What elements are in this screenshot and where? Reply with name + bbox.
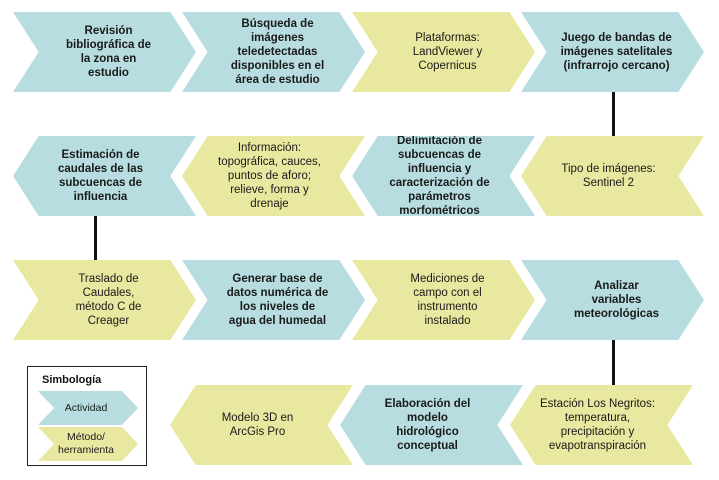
step-4-2: Elaboración del modelo hidrológico conce… — [340, 385, 523, 465]
step-3-1: Traslado de Caudales, método C de Creage… — [13, 260, 196, 340]
step-2-1: Estimación de caudales de las subcuencas… — [13, 136, 196, 216]
step-2-4-text: Tipo de imágenes: Sentinel 2 — [561, 163, 656, 189]
step-2-2-text: Información: topográfica, cauces, puntos… — [218, 142, 321, 210]
legend-metodo-label: Método/ herramienta — [57, 431, 115, 456]
step-1-4-text: Juego de bandas de imágenes satelitales … — [560, 32, 673, 72]
legend-metodo-swatch: Método/ herramienta — [38, 427, 138, 461]
step-1-1: Revisión bibliográfica de la zona en est… — [13, 12, 196, 92]
step-1-4: Juego de bandas de imágenes satelitales … — [521, 12, 704, 92]
step-2-4: Tipo de imágenes: Sentinel 2 — [521, 136, 704, 216]
step-3-1-text: Traslado de Caudales, método C de Creage… — [75, 273, 142, 327]
connector-row2-row3 — [94, 216, 97, 260]
step-1-3-text: Plataformas: LandViewer y Copernicus — [412, 32, 483, 72]
step-1-1-text: Revisión bibliográfica de la zona en est… — [66, 25, 151, 79]
step-4-1: Modelo 3D en ArcGis Pro — [170, 385, 353, 465]
step-3-4-text: Analizar variables meteorológicas — [574, 280, 659, 320]
legend-title: Simbología — [42, 374, 102, 386]
step-1-3: Plataformas: LandViewer y Copernicus — [352, 12, 535, 92]
step-4-3: Estación Los Negritos: temperatura, prec… — [510, 385, 693, 465]
step-1-2-text: Búsqueda de imágenes teledetectadas disp… — [230, 18, 325, 86]
step-3-3: Mediciones de campo con el instrumento i… — [352, 260, 535, 340]
step-3-2-text: Generar base de datos numérica de los ni… — [226, 273, 329, 327]
step-4-1-text: Modelo 3D en ArcGis Pro — [221, 412, 294, 438]
step-2-1-text: Estimación de caudales de las subcuencas… — [57, 149, 144, 203]
step-4-2-text: Elaboración del modelo hidrológico conce… — [384, 398, 471, 452]
step-2-2: Información: topográfica, cauces, puntos… — [182, 136, 365, 216]
legend: Simbología Actividad Método/ herramienta — [27, 366, 147, 466]
step-2-3-text: Delimitación de subcuencas de influencia… — [389, 135, 490, 217]
connector-row1-row2 — [612, 92, 615, 136]
step-2-3: Delimitación de subcuencas de influencia… — [352, 136, 535, 216]
step-4-3-text: Estación Los Negritos: temperatura, prec… — [539, 398, 656, 452]
step-3-3-text: Mediciones de campo con el instrumento i… — [410, 273, 485, 327]
legend-actividad-swatch: Actividad — [38, 391, 138, 425]
legend-actividad-label: Actividad — [64, 401, 108, 414]
step-3-2: Generar base de datos numérica de los ni… — [182, 260, 365, 340]
step-1-2: Búsqueda de imágenes teledetectadas disp… — [182, 12, 365, 92]
connector-row3-row4 — [612, 340, 615, 385]
step-3-4: Analizar variables meteorológicas — [521, 260, 704, 340]
